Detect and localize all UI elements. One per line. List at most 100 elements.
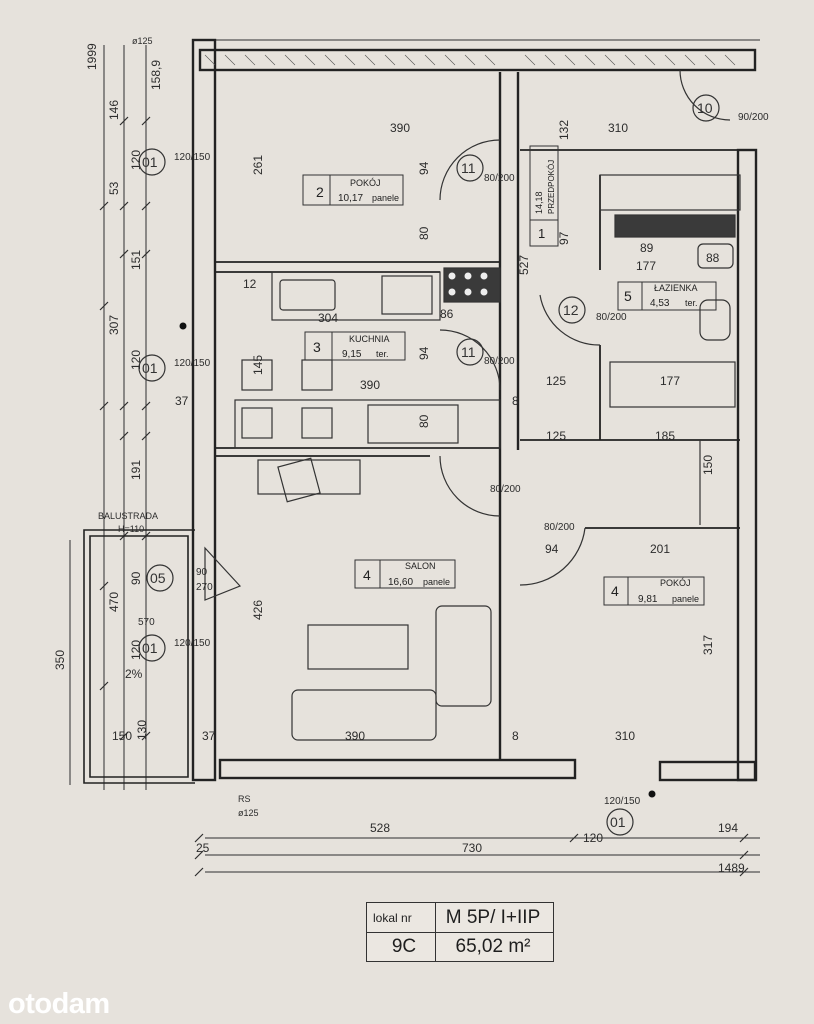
dim-bath-88: 88 [706, 251, 720, 265]
dim-salon-height: 426 [251, 600, 265, 620]
dim-top-left: 390 [390, 121, 410, 135]
slope-label: 2% [125, 667, 143, 681]
svg-text:9,81: 9,81 [638, 594, 658, 605]
dim-pokoj4-height: 317 [701, 635, 715, 655]
dim-bath-177b: 177 [660, 374, 680, 388]
top-pipe: ø125 [132, 36, 153, 46]
door-tag-2: 11 [461, 344, 476, 360]
svg-text:panele: panele [672, 594, 699, 604]
dim-kitchen-80: 80 [417, 414, 431, 428]
room-label-lazienka: 5 ŁAZIENKA 4,53 ter. [617, 281, 717, 311]
window-tag-4: 01 [610, 814, 626, 830]
svg-text:PRZEDPOKÓJ: PRZEDPOKÓJ [547, 160, 556, 214]
dim-salon-bottom: 390 [345, 729, 365, 743]
dim-bottom-1489: 1489 [718, 861, 745, 875]
unit-code: M 5P/ I+IIP [445, 906, 541, 928]
dim-bath-97: 97 [557, 231, 571, 245]
window-size-2: 120/150 [174, 358, 211, 369]
dim-hall-125a: 125 [546, 374, 566, 388]
window-tag-1: 01 [142, 154, 158, 170]
dim-left-307: 307 [107, 315, 121, 335]
svg-text:4: 4 [611, 583, 619, 599]
dim-bottom-25: 25 [196, 841, 210, 855]
dim-kitchen-12: 12 [243, 277, 257, 291]
dim-left-350: 350 [53, 650, 67, 670]
svg-text:2: 2 [316, 184, 324, 200]
dim-bottom-8b: 8 [512, 394, 519, 408]
dim-kitchen-145: 145 [251, 355, 265, 375]
dim-bottom-120: 120 [583, 831, 603, 845]
svg-text:4: 4 [363, 567, 371, 583]
svg-text:4,53: 4,53 [650, 298, 670, 309]
svg-text:POKÓJ: POKÓJ [350, 178, 381, 188]
dim-bottom-730: 730 [462, 841, 482, 855]
svg-text:ŁAZIENKA: ŁAZIENKA [654, 283, 698, 293]
dim-hall-125b: 125 [546, 429, 566, 443]
dim-left-120a: 120 [129, 150, 143, 170]
dim-hall-94b: 94 [417, 346, 431, 360]
dim-left-146: 146 [107, 100, 121, 120]
dim-kitchen-table: 390 [360, 378, 380, 392]
window-size-1: 120/150 [174, 152, 211, 163]
window-tag-2: 01 [142, 360, 158, 376]
dim-bath-177a: 177 [636, 259, 656, 273]
door-tag-3: 12 [563, 302, 579, 318]
svg-text:14,18: 14,18 [534, 191, 544, 214]
dim-bottom-194: 194 [718, 821, 738, 835]
unit-number: 9C [373, 932, 436, 961]
room-label-salon: 4 SALON 16,60 panele [354, 559, 456, 589]
window-size-5: 90 [196, 567, 208, 578]
lokal-label: lokal nr [373, 903, 436, 932]
dim-hall-94a: 94 [545, 542, 559, 556]
window-size-3: 120/150 [174, 638, 211, 649]
dim-hall-height: 527 [517, 255, 531, 275]
door-size-3: 80/200 [596, 312, 627, 323]
window-size-4: 120/150 [604, 796, 641, 807]
door-size-6: 80/200 [544, 522, 575, 533]
dim-left-90: 90 [129, 571, 143, 585]
dim-balcony-130: 130 [135, 720, 149, 740]
svg-text:1: 1 [538, 226, 545, 241]
dim-left-470: 470 [107, 592, 121, 612]
window-size-7: 570 [138, 617, 155, 628]
room-label-pokoj2: 2 POKÓJ 10,17 panele [302, 174, 404, 206]
door-size-2: 80/200 [484, 356, 515, 367]
svg-text:9,15: 9,15 [342, 349, 362, 360]
dim-kitchen-width: 304 [318, 311, 338, 325]
window-size-6: 270 [196, 582, 213, 593]
room-label-pokoj4: 4 POKÓJ 9,81 panele [603, 576, 705, 606]
rs-size: ø125 [238, 808, 259, 818]
svg-text:16,60: 16,60 [388, 577, 413, 588]
unit-area: 65,02 m² [455, 935, 531, 957]
dim-pokoj4-bottom: 310 [615, 729, 635, 743]
balustrade-label: BALUSTRADA [98, 511, 158, 521]
door-size-1: 80/200 [484, 173, 515, 184]
svg-text:KUCHNIA: KUCHNIA [349, 334, 390, 344]
room-label-kuchnia: 3 KUCHNIA 9,15 ter. [304, 331, 406, 361]
unit-summary-box: lokal nr M 5P/ I+IIP 9C 65,02 m² [366, 902, 554, 962]
svg-text:panele: panele [423, 577, 450, 587]
dim-left-53: 53 [107, 181, 121, 195]
rs-label: RS [238, 794, 251, 804]
dim-hall-80a: 80 [417, 226, 431, 240]
dim-kitchen-86: 86 [440, 307, 454, 321]
dim-top-right: 310 [608, 121, 628, 135]
svg-text:ter.: ter. [685, 298, 698, 308]
dim-bottom-528: 528 [370, 821, 390, 835]
door-size-4: 90/200 [738, 112, 769, 123]
window-tag-3: 01 [142, 640, 158, 656]
dim-hall-150: 150 [701, 455, 715, 475]
room-label-przedpokoj: 1 14,18 PRZEDPOKÓJ [529, 145, 559, 247]
dim-left-120b: 120 [129, 350, 143, 370]
dim-wall-37: 37 [202, 729, 216, 743]
dim-hall-132: 132 [557, 120, 571, 140]
dim-kitchen-94: 94 [417, 161, 431, 175]
dim-left-158: 158,9 [149, 60, 163, 90]
door-tag-1: 11 [461, 160, 476, 176]
dim-bath-185: 185 [655, 429, 675, 443]
dim-balcony-37: 37 [175, 394, 189, 408]
svg-text:10,17: 10,17 [338, 193, 363, 204]
dim-pokoj4-top: 201 [650, 542, 670, 556]
svg-text:POKÓJ: POKÓJ [660, 578, 691, 588]
